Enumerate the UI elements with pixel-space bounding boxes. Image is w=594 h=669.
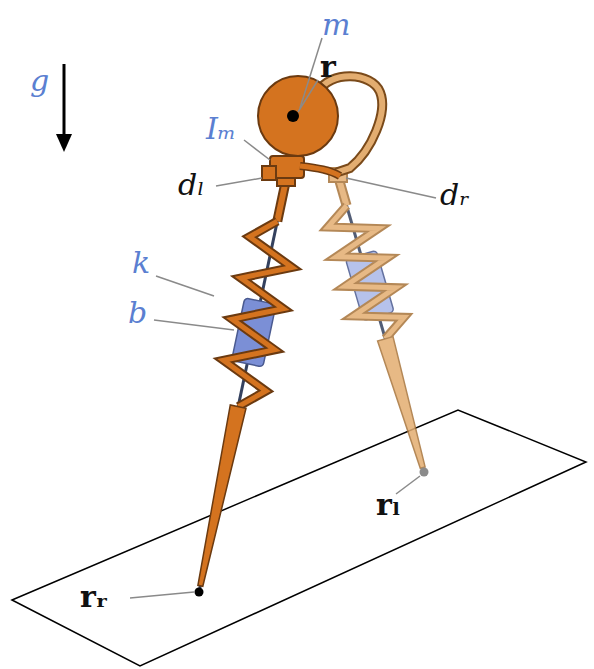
leader-lines (130, 38, 436, 598)
ground-plane (12, 410, 586, 666)
left-leg (328, 168, 429, 477)
spring (328, 206, 404, 339)
foot-point (195, 588, 204, 597)
torso-mass (258, 76, 340, 180)
lower-leg (378, 337, 426, 469)
foot-label: rᵣ (80, 582, 108, 612)
inertia-label: Iₘ (206, 114, 236, 144)
gravity-label: g (30, 66, 49, 96)
position-label: r (320, 52, 336, 82)
spring (223, 221, 292, 406)
spring (328, 206, 404, 339)
right-leg (195, 172, 296, 597)
foot-label: rₗ (376, 490, 401, 520)
damping-label: dₗ (178, 170, 204, 200)
foot-point (420, 468, 429, 477)
stiffness-label: k (132, 248, 150, 278)
mass-label: m (322, 10, 350, 40)
gravity-arrow (56, 64, 72, 152)
damper-label: b (128, 298, 147, 328)
spring (223, 221, 292, 406)
damping-label: dᵣ (440, 180, 470, 210)
lower-leg (198, 405, 246, 586)
